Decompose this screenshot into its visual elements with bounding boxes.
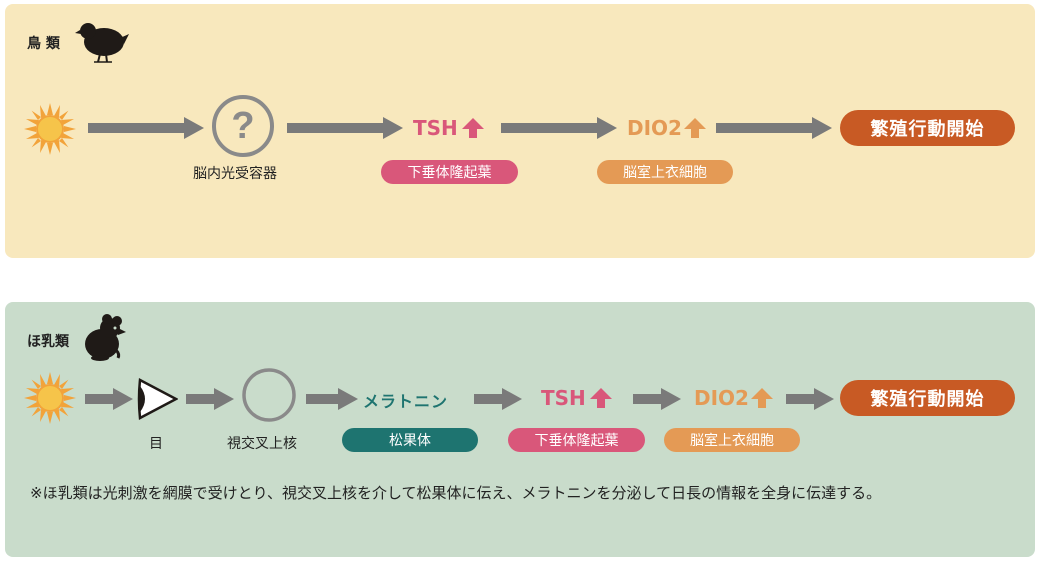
footnote: ※ほ乳類は光刺激を網膜で受けとり、視交叉上核を介して松果体に伝え、メラトニンを分… <box>30 484 882 502</box>
melatonin-label: メラトニン <box>363 392 449 411</box>
question-icon: ? <box>212 95 274 157</box>
flow-arrow <box>85 388 133 410</box>
flow-arrow <box>88 117 204 139</box>
flow-arrow <box>306 388 358 410</box>
scn-circle <box>242 368 296 422</box>
tsh-node: TSH <box>541 386 612 410</box>
tsh-node: TSH <box>413 116 484 140</box>
tsh-label: TSH <box>541 386 586 410</box>
dio2-node: DIO2 <box>694 386 773 410</box>
sun-icon <box>24 103 76 155</box>
tsh-label: TSH <box>413 116 458 140</box>
up-arrow-icon <box>683 118 706 138</box>
dio2-label: DIO2 <box>627 116 682 140</box>
sun-icon <box>24 372 76 424</box>
result-badge: 繁殖行動開始 <box>840 110 1015 146</box>
flow-arrow <box>186 388 234 410</box>
flow-arrow <box>786 388 834 410</box>
tsh-site-badge: 下垂体隆起葉 <box>508 428 645 452</box>
eye-label: 目 <box>149 436 163 452</box>
flow-arrow <box>474 388 522 410</box>
flow-arrow <box>633 388 681 410</box>
bird-title: 鳥 類 <box>27 36 60 52</box>
dio2-node: DIO2 <box>627 116 706 140</box>
flow-arrow <box>501 117 617 139</box>
mouse-icon <box>85 314 126 361</box>
result-badge: 繁殖行動開始 <box>840 380 1015 416</box>
svg-text:?: ? <box>231 105 254 147</box>
bird-icon <box>75 23 129 63</box>
dio2-label: DIO2 <box>694 386 749 410</box>
dio2-site-badge: 脳室上衣細胞 <box>664 428 800 452</box>
eye-icon <box>137 378 178 420</box>
dio2-site-badge: 脳室上衣細胞 <box>597 160 733 184</box>
mammal-title: ほ乳類 <box>27 334 69 350</box>
up-arrow-icon <box>461 118 484 138</box>
scn-label: 視交叉上核 <box>227 436 297 452</box>
pineal-badge: 松果体 <box>342 428 478 452</box>
up-arrow-icon <box>750 388 773 408</box>
flow-arrow <box>716 117 832 139</box>
tsh-site-badge: 下垂体隆起葉 <box>381 160 518 184</box>
up-arrow-icon <box>589 388 612 408</box>
flow-arrow <box>287 117 403 139</box>
receptor-label: 脳内光受容器 <box>193 166 277 182</box>
